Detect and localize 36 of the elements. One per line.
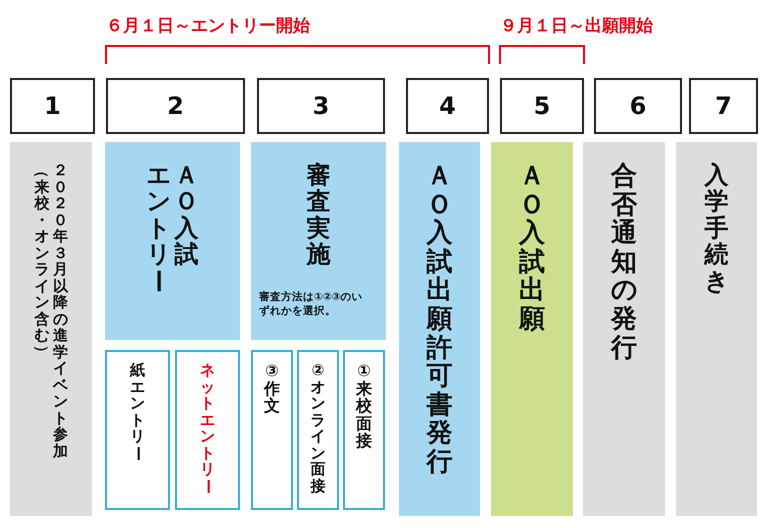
step-number-box: 7 <box>689 78 758 134</box>
step-column <box>583 142 665 516</box>
step-number-box: 5 <box>500 78 584 134</box>
step-column <box>10 142 92 516</box>
vertical-text: 合否通知の発行 <box>610 162 638 362</box>
step-number-box: 1 <box>10 78 95 134</box>
vertical-text: ＡＯ入試 <box>174 162 200 268</box>
step-column <box>399 142 480 516</box>
vertical-text: 紙エントリー <box>129 362 146 461</box>
step-number-box: 6 <box>594 78 682 134</box>
option-box <box>175 350 240 510</box>
step-number-box: 3 <box>257 78 385 134</box>
period-label: ６月１日～エントリー開始 <box>106 15 310 37</box>
vertical-text: ２０２０年３月以降の進学イベント参加 <box>52 162 68 459</box>
step-column <box>491 142 573 516</box>
step-column <box>105 142 240 340</box>
step-column <box>251 142 386 340</box>
vertical-text: ②オンライン面接 <box>310 362 326 494</box>
vertical-text: ①来校面接 <box>355 362 373 450</box>
vertical-text: 入学手続き <box>703 162 730 294</box>
option-box <box>297 350 339 510</box>
vertical-text: ネットエントリー <box>199 362 216 494</box>
period-label: ９月１日～出願開始 <box>500 15 653 37</box>
step-number-box: 2 <box>106 78 245 134</box>
note-text: 審査方法は①②③のいずれかを選択。 <box>259 290 364 318</box>
option-box <box>251 350 293 510</box>
option-box <box>105 350 170 510</box>
step-column <box>676 142 757 516</box>
vertical-text: ＡＯ入試出願許可書発行 <box>425 162 454 477</box>
vertical-text: （来校・オンライン含む） <box>34 162 50 360</box>
vertical-text: ＡＯ入試出願 <box>518 162 546 334</box>
vertical-text: 審査実施 <box>305 162 332 268</box>
vertical-text: ③作文 <box>263 362 281 415</box>
vertical-text: エントリー <box>145 162 172 294</box>
step-number-box: 4 <box>406 78 489 134</box>
option-box <box>343 350 385 510</box>
